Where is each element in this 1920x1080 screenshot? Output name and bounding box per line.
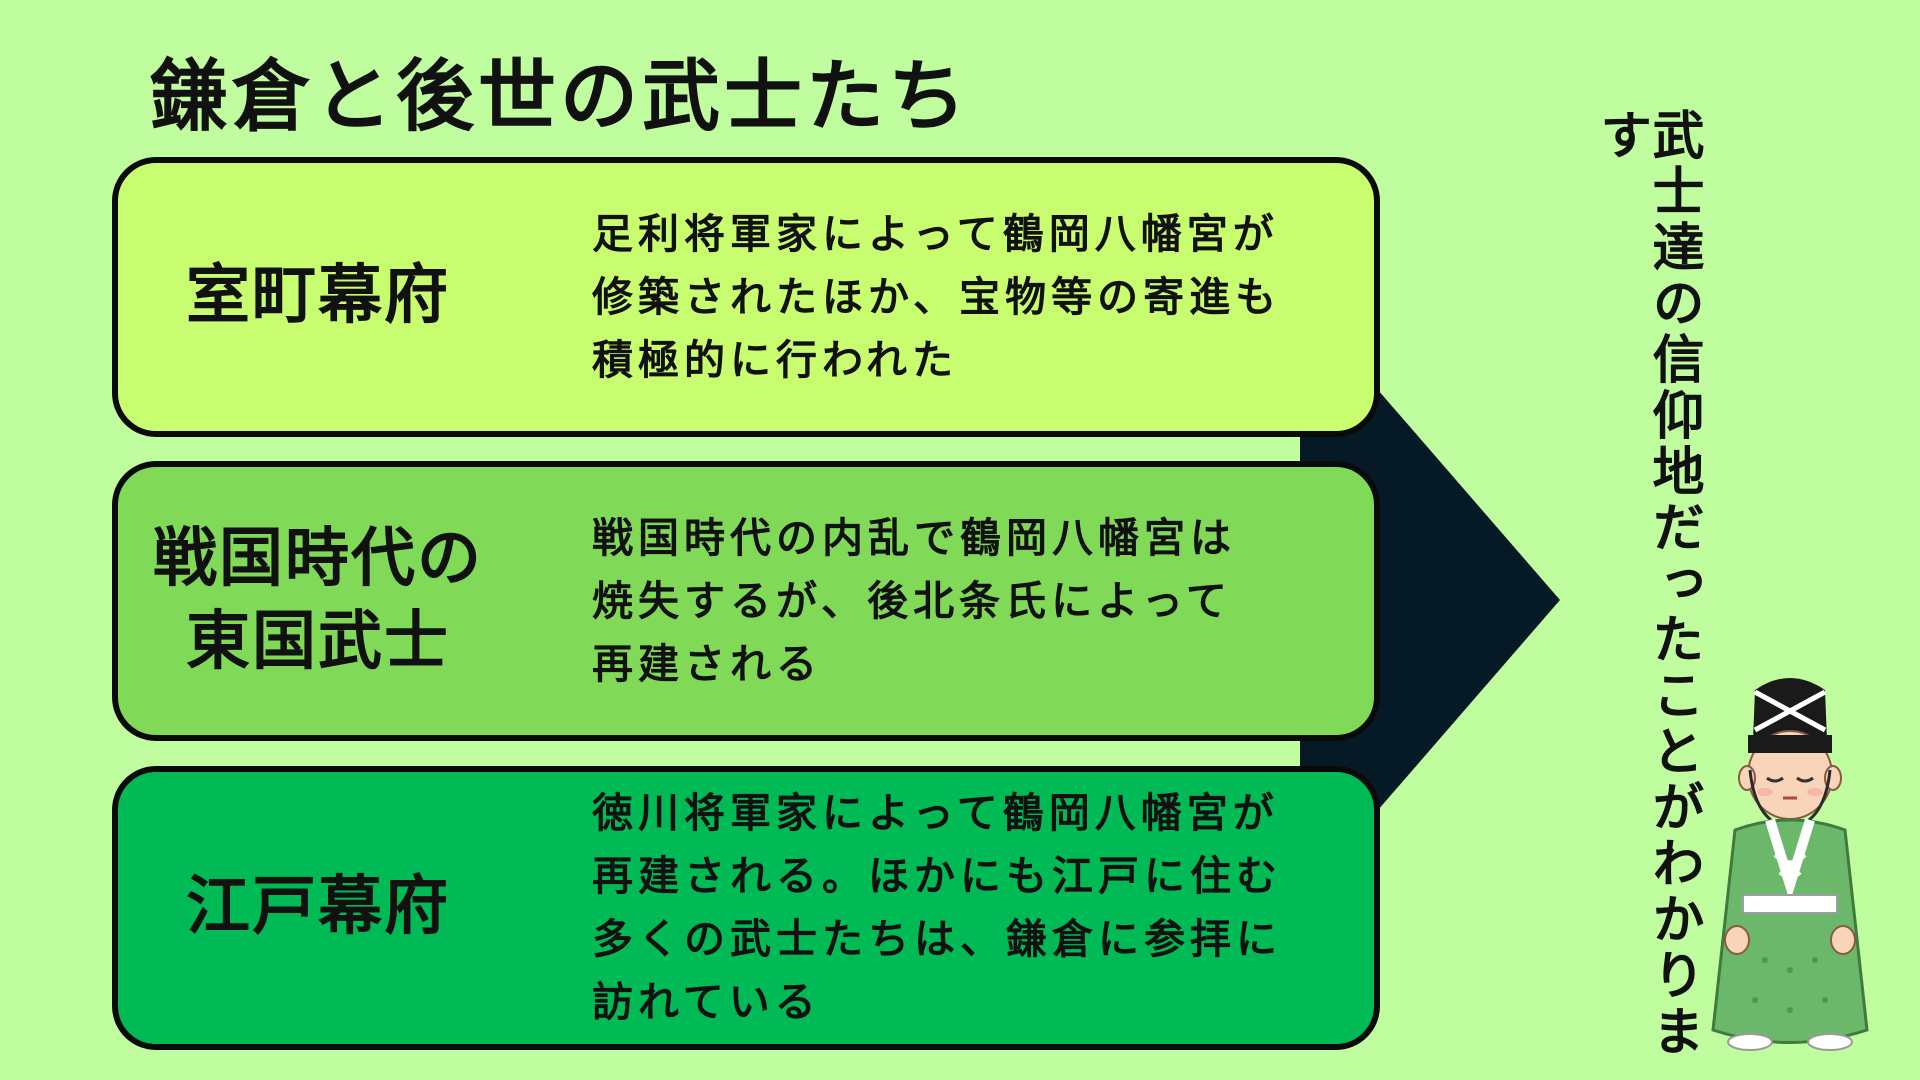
card-edo: 江戸幕府 徳川将軍家によって鶴岡八幡宮が 再建される。ほかにも江戸に住む 多くの… (112, 766, 1380, 1050)
card-desc-line: 徳川将軍家によって鶴岡八幡宮が (592, 789, 1279, 837)
chevron-right-arrow-icon (1300, 300, 1560, 900)
card-sengoku: 戦国時代の 東国武士 戦国時代の内乱で鶴岡八幡宮は 焼失するが、後北条氏によって… (112, 461, 1380, 741)
card-description: 徳川将軍家によって鶴岡八幡宮が 再建される。ほかにも江戸に住む 多くの武士たちは… (592, 772, 1334, 1044)
card-desc-line: 積極的に行われた (592, 335, 958, 384)
card-label-line: 戦国時代の (153, 521, 483, 596)
card-label-line: 江戸幕府 (186, 870, 450, 945)
card-desc-line: 訪れている (592, 978, 821, 1026)
card-desc-line: 戦国時代の内乱で鶴岡八幡宮は (592, 513, 1236, 562)
conclusion-text: 武士達の信仰地だったことがわかります (1591, 108, 1703, 1060)
card-label-line: 室町幕府 (186, 259, 450, 334)
card-label: 戦国時代の 東国武士 (118, 467, 518, 735)
card-desc-line: 多くの武士たちは、鎌倉に参拝に (592, 915, 1282, 963)
card-muromachi: 室町幕府 足利将軍家によって鶴岡八幡宮が 修築されたほか、宝物等の寄進も 積極的… (112, 157, 1380, 437)
card-desc-line: 焼失するが、後北条氏によって (592, 576, 1232, 625)
card-description: 足利将軍家によって鶴岡八幡宮が 修築されたほか、宝物等の寄進も 積極的に行われた (592, 163, 1334, 431)
card-desc-line: 再建される (592, 639, 822, 688)
page-title: 鎌倉と後世の武士たち (150, 52, 971, 142)
card-description: 戦国時代の内乱で鶴岡八幡宮は 焼失するが、後北条氏によって 再建される (592, 467, 1334, 735)
praying-samurai-illustration (1711, 678, 1869, 1051)
card-label: 室町幕府 (118, 163, 518, 431)
card-desc-line: 再建される。ほかにも江戸に住む (592, 852, 1282, 900)
card-label-line: 東国武士 (186, 605, 450, 679)
card-label: 江戸幕府 (118, 772, 518, 1044)
card-desc-line: 修築されたほか、宝物等の寄進も (592, 272, 1282, 321)
card-desc-line: 足利将軍家によって鶴岡八幡宮が (592, 209, 1279, 258)
